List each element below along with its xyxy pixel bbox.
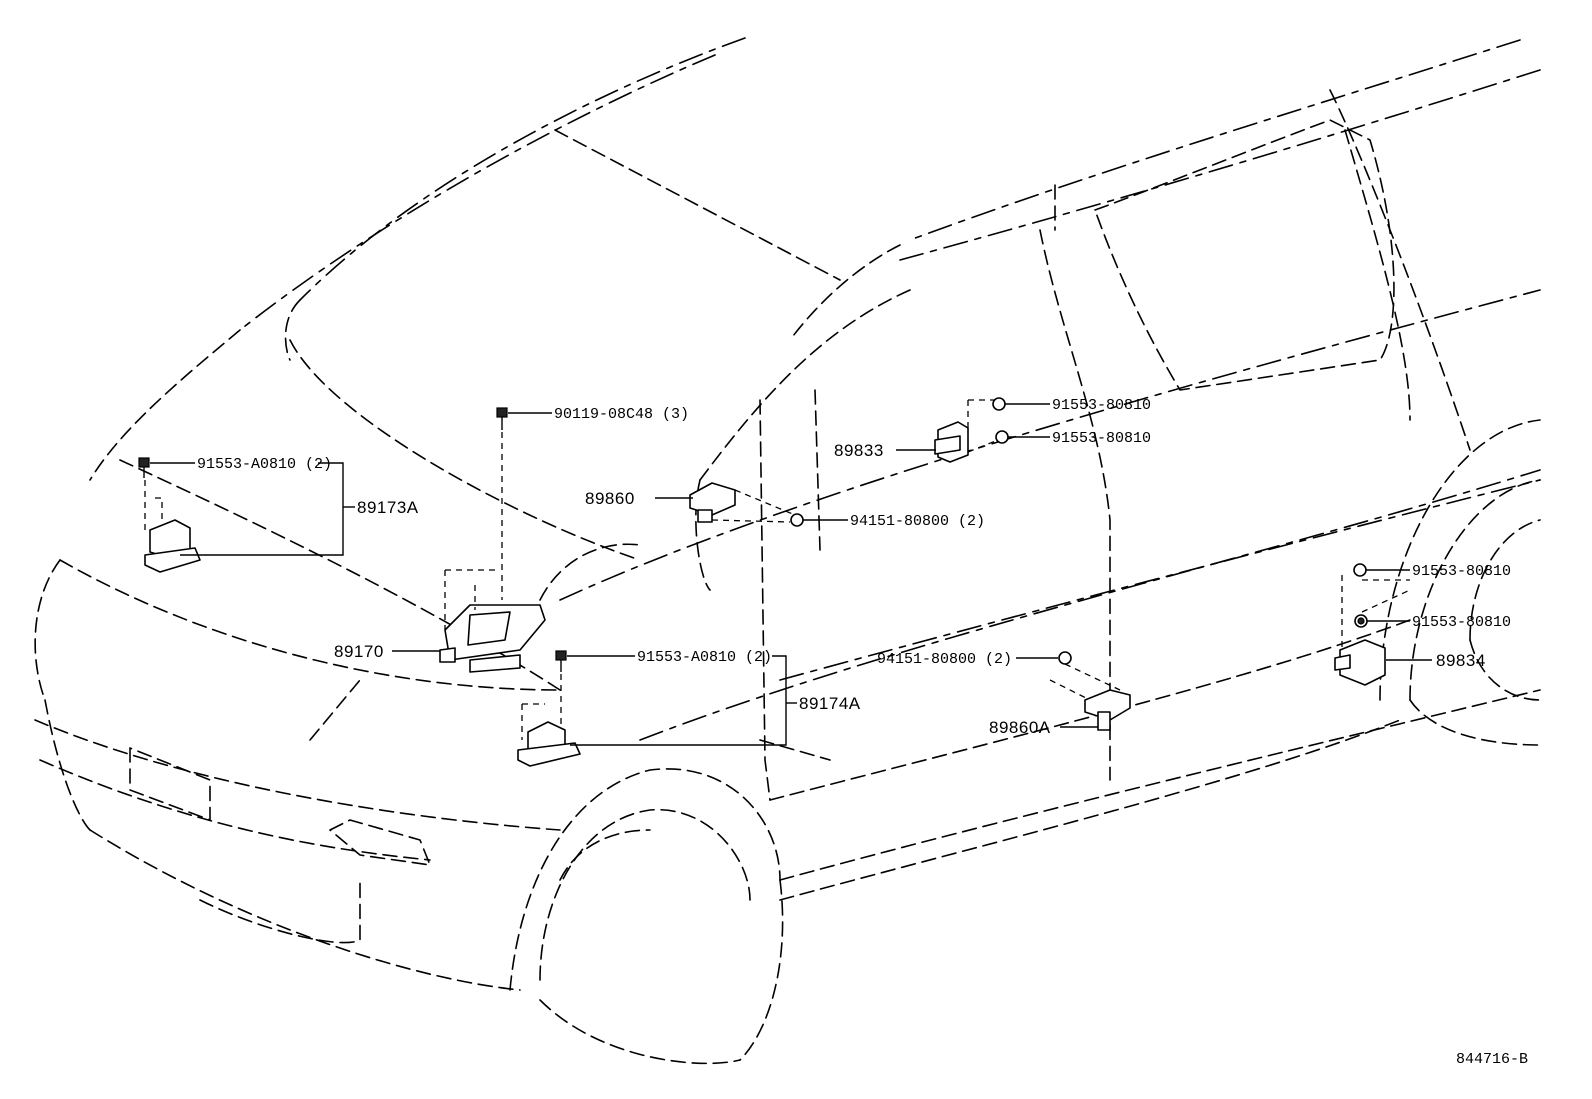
label-90119: 90119-08C48 (3) — [554, 406, 689, 423]
airbag-sensor-89170 — [439, 569, 546, 673]
label-91553-80810-b: 91553-80810 — [1052, 430, 1151, 447]
sensor-89174a — [517, 721, 581, 767]
label-91553-80810-c: 91553-80810 — [1412, 563, 1511, 580]
label-91553-80810-a: 91553-80810 — [1052, 397, 1151, 414]
vehicle-outline — [34, 37, 1541, 1065]
sensor-89860 — [689, 482, 796, 523]
label-94151-lower: 94151-80800 (2) — [877, 651, 1012, 668]
bolt-91553-a0810-mid — [521, 650, 567, 740]
sensor-89834 — [1334, 575, 1411, 686]
label-89170: 89170 — [334, 642, 384, 661]
label-89833: 89833 — [834, 441, 884, 460]
nut-94151-lower — [1049, 651, 1121, 701]
label-91553-a0810-mid: 91553-A0810 (2) — [637, 649, 772, 666]
sensor-89173a — [144, 480, 201, 573]
label-91553-80810-d: 91553-80810 — [1412, 614, 1511, 631]
nut-91553-80810-d — [1354, 614, 1368, 628]
nut-91553-80810-b — [995, 430, 1009, 444]
label-89173a: 89173A — [357, 498, 419, 517]
bolt-91553-a0810-top — [138, 457, 150, 478]
sensor-89860a — [1084, 689, 1131, 731]
label-94151-upper: 94151-80800 (2) — [850, 513, 985, 530]
label-89860a: 89860A — [989, 718, 1051, 737]
label-89834: 89834 — [1436, 651, 1486, 670]
diagram-id: 844716-B — [1456, 1051, 1528, 1068]
leader-lines — [150, 403, 1432, 746]
nut-91553-80810-c — [1353, 563, 1367, 577]
nut-91553-80810-a — [992, 397, 1006, 411]
label-89174a: 89174A — [799, 694, 861, 713]
label-91553-a0810-top: 91553-A0810 (2) — [197, 456, 332, 473]
sensor-89833 — [934, 399, 999, 463]
nut-94151-upper — [790, 513, 804, 527]
bolt-90119 — [496, 407, 508, 600]
label-89860: 89860 — [585, 489, 635, 508]
